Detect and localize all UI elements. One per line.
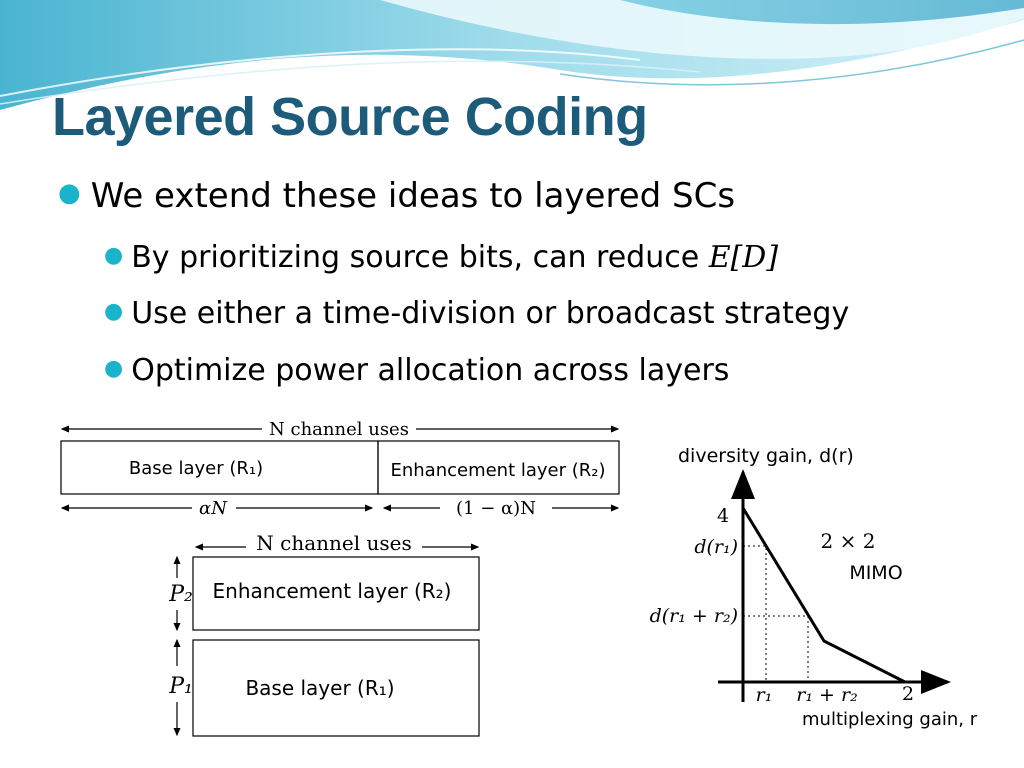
td-top-label: N channel uses (269, 419, 409, 440)
dmt-annotation-mimo: MIMO (849, 562, 902, 584)
slide-title: Layered Source Coding (52, 87, 648, 147)
dmt-ylabel: diversity gain, d(r) (678, 445, 854, 467)
bullet-sub-1-math: E[D] (708, 240, 779, 275)
bullet-dot-icon: ● (104, 356, 124, 381)
bullet-sub-2-text: Use either a time-division or broadcast … (131, 296, 850, 331)
bc-enh-box (192, 556, 480, 631)
bc-base-label: Base layer (R₁) (245, 676, 394, 700)
dmt-x-tick-r1: r₁ (756, 684, 773, 706)
dmt-guide-r1r2 (743, 615, 809, 682)
bullet-sub-1-text: By prioritizing source bits, can reduce (131, 240, 709, 275)
p1-label: P₁ (168, 674, 193, 699)
bullet-sub-2: ● Use either a time-division or broadcast… (104, 296, 849, 331)
bullet-dot-icon: ● (104, 299, 124, 324)
bullet-sub-3-text: Optimize power allocation across layers (131, 353, 730, 388)
bullet-main-text: We extend these ideas to layered SCs (90, 176, 736, 216)
header-wave-decoration (0, 0, 1024, 110)
td-base-label: Base layer (R₁) (129, 458, 263, 479)
dmt-y-tick-dr1r2: d(r₁ + r₂) (650, 605, 738, 627)
dmt-y-tick-4: 4 (717, 505, 729, 527)
bullet-sub-3: ● Optimize power allocation across layers (104, 353, 729, 388)
one-minus-alpha-label: (1 − α)N (456, 498, 536, 519)
bc-enh-label: Enhancement layer (R₂) (213, 579, 452, 603)
dmt-y-tick-dr1: d(r₁) (694, 536, 738, 558)
bullet-dot-icon: ● (104, 243, 124, 268)
alpha-label: αN (199, 498, 228, 519)
bullet-main: ● We extend these ideas to layered SCs (58, 176, 735, 216)
bullet-dot-icon: ● (58, 178, 81, 208)
dmt-annotation-2x2: 2 × 2 (821, 529, 876, 553)
dmt-x-tick-2: 2 (902, 683, 914, 705)
dmt-guide-r1 (743, 545, 767, 682)
td-enh-label: Enhancement layer (R₂) (390, 460, 605, 481)
p2-label: P₂ (168, 582, 193, 607)
bc-top-label: N channel uses (256, 531, 411, 555)
bullet-sub-1: ● By prioritizing source bits, can reduce… (104, 240, 778, 275)
dmt-tradeoff-curve (741, 507, 906, 684)
dmt-plot: diversity gain, d(r) 4 d(r₁) d(r₁ + r₂) … (650, 445, 978, 730)
dmt-xlabel: multiplexing gain, r (802, 709, 978, 730)
time-division-diagram: N channel uses Base layer (R₁) Enhanceme… (60, 419, 620, 519)
dmt-x-tick-r1r2: r₁ + r₂ (796, 684, 857, 706)
bc-base-box (192, 639, 480, 737)
td-enh-box (377, 440, 620, 495)
broadcast-diagram: N channel uses Enhancement layer (R₂) Ba… (168, 531, 480, 737)
